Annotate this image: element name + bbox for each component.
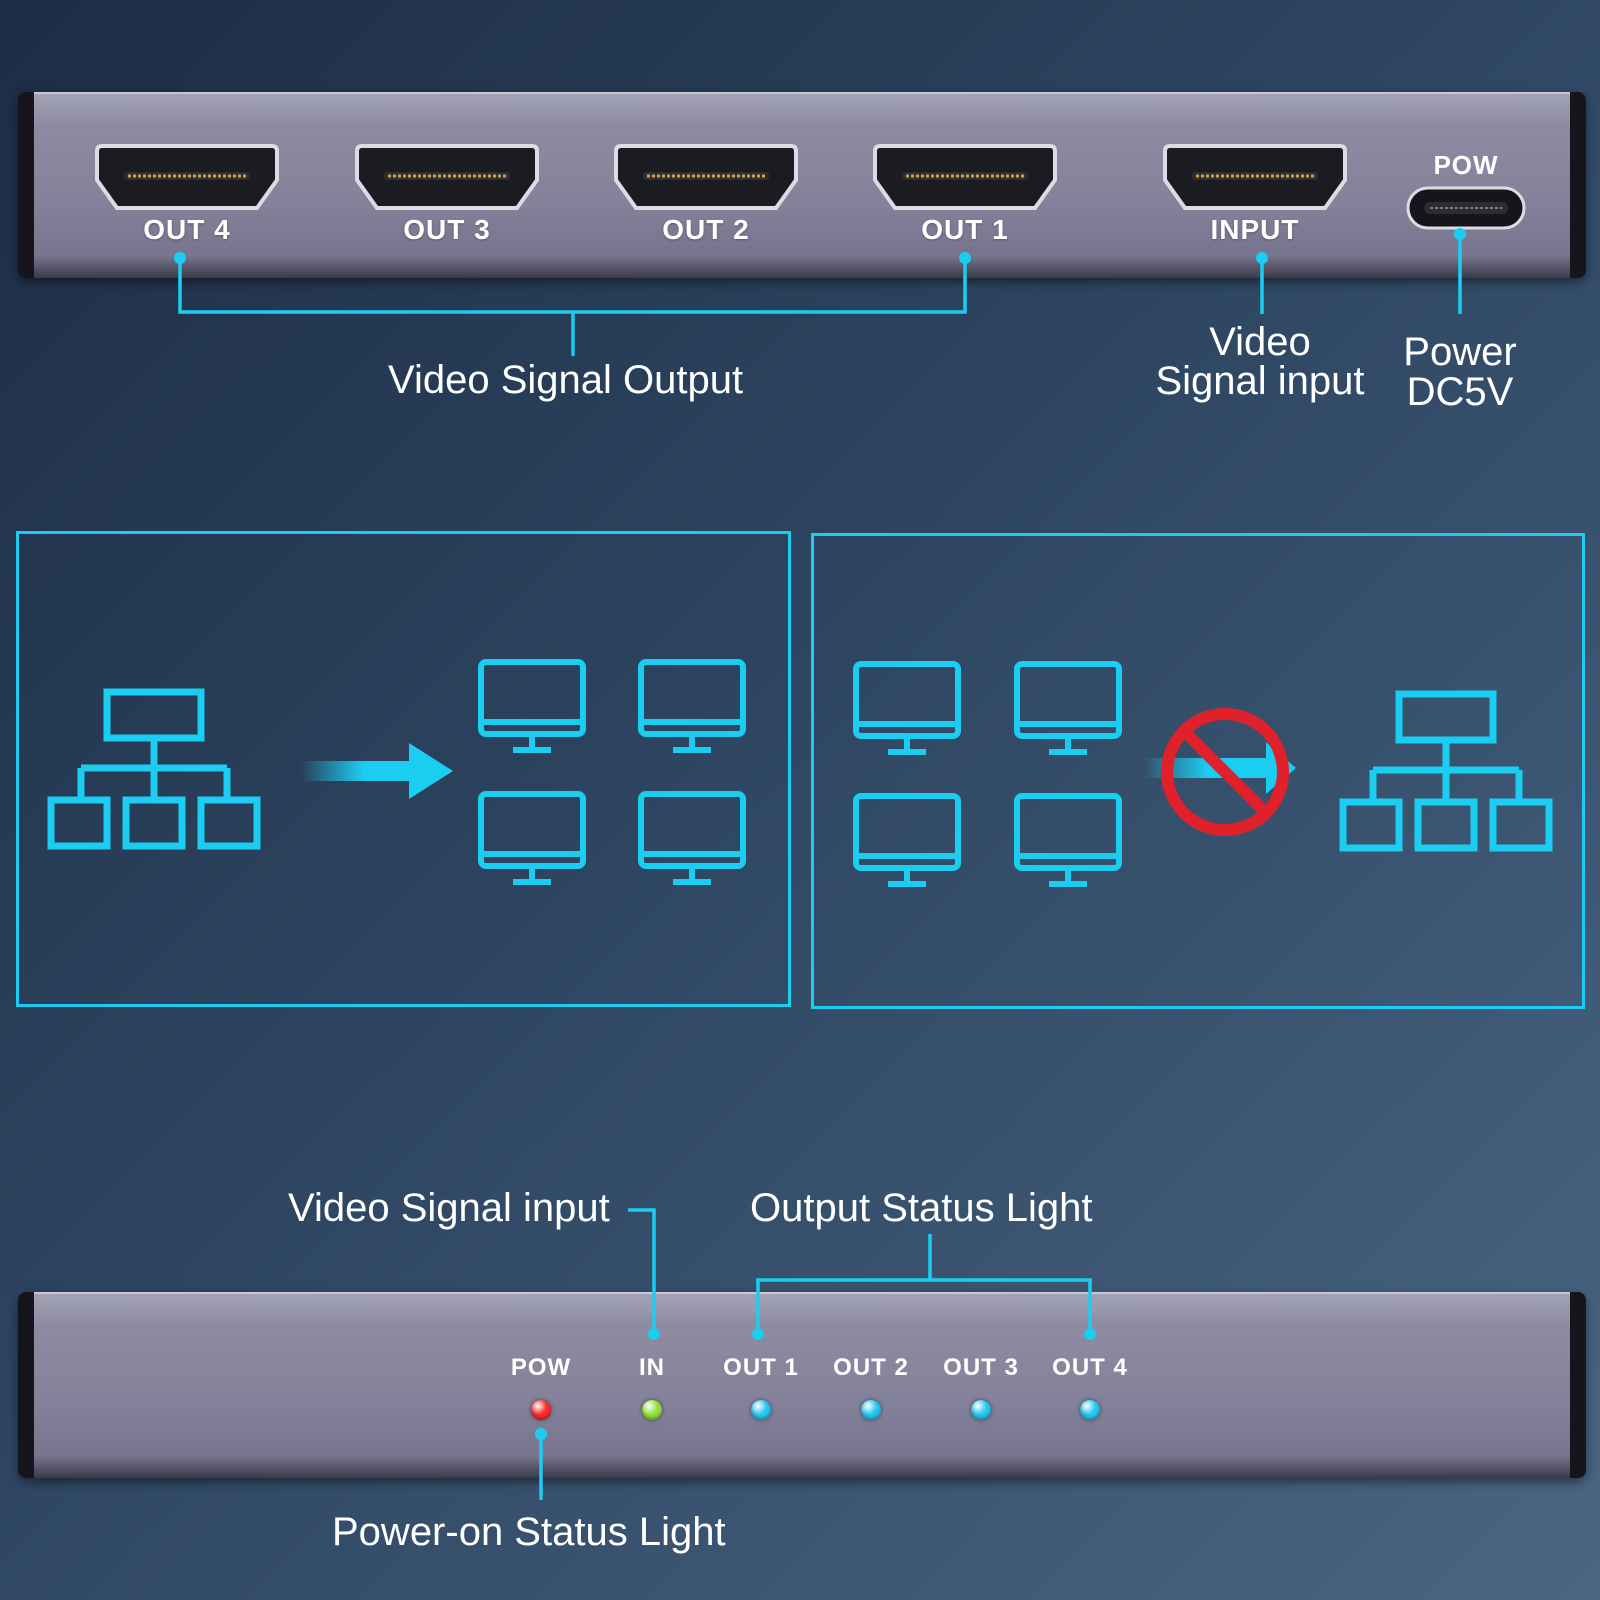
caption-video-input-line1: Video <box>1209 320 1311 364</box>
monitor-icon <box>638 659 746 753</box>
hdmi-port-out-1: OUT 1 <box>872 142 1058 246</box>
hdmi-port-icon <box>355 144 539 210</box>
network-hierarchy-icon <box>1339 690 1553 852</box>
network-hierarchy-icon <box>47 688 261 850</box>
monitor-icon <box>853 661 961 755</box>
led-label-pow: POW <box>510 1354 572 1381</box>
in-led-leader-line <box>628 1208 656 1332</box>
caption-power-on-status-light: Power-on Status Light <box>332 1510 726 1554</box>
hdmi-port-icon <box>95 144 279 210</box>
monitor-icon <box>638 791 746 885</box>
monitor-icon <box>1014 661 1122 755</box>
device-rear-panel: OUT 4 OUT 3 OUT 2 OUT 1 INPUT P <box>18 92 1586 278</box>
hdmi-port-icon <box>873 144 1057 210</box>
diagram-panel-not-reversible <box>811 533 1585 1009</box>
port-label: OUT 2 <box>662 214 750 245</box>
port-label: OUT 1 <box>921 214 1009 245</box>
output-bracket-line <box>178 258 967 314</box>
monitor-icon <box>478 659 586 753</box>
port-label: OUT 4 <box>143 214 231 245</box>
hdmi-port-icon <box>1163 144 1347 210</box>
led-label-in: IN <box>639 1354 665 1381</box>
led-label-out-3: OUT 3 <box>943 1354 1019 1381</box>
port-label: OUT 3 <box>403 214 491 245</box>
monitor-icon <box>478 791 586 885</box>
caption-video-input-line2: Signal input <box>1155 359 1365 403</box>
usb-c-port-icon <box>1406 186 1526 230</box>
output-4-status-led <box>1080 1400 1100 1420</box>
diagram-panel-one-to-many <box>16 531 791 1007</box>
input-status-led <box>642 1400 662 1420</box>
device-front-panel <box>18 1292 1586 1478</box>
arrow-right-icon <box>301 743 453 799</box>
leader-dot <box>174 252 186 264</box>
output-3-status-led <box>971 1400 991 1420</box>
monitor-icon <box>853 793 961 887</box>
leader-dot <box>648 1328 660 1340</box>
hdmi-port-input: INPUT <box>1162 142 1348 246</box>
caption-video-signal-input-led: Video Signal input <box>288 1186 610 1230</box>
led-label-out-1: OUT 1 <box>723 1354 799 1381</box>
leader-dot <box>535 1428 547 1440</box>
output-led-bracket-line <box>756 1278 1092 1332</box>
output-1-status-led <box>751 1400 771 1420</box>
caption-output-status-light: Output Status Light <box>750 1186 1093 1230</box>
caption-power-line1: Power <box>1403 330 1517 374</box>
hdmi-port-out-4: OUT 4 <box>94 142 280 246</box>
hdmi-port-icon <box>614 144 798 210</box>
leader-dot <box>1454 228 1466 240</box>
leader-dot <box>752 1328 764 1340</box>
led-label-out-2: OUT 2 <box>833 1354 909 1381</box>
leader-dot <box>1256 252 1268 264</box>
caption-video-signal-output: Video Signal Output <box>388 358 744 402</box>
port-label: INPUT <box>1210 214 1300 245</box>
leader-dot <box>1084 1328 1096 1340</box>
power-status-led <box>531 1400 551 1420</box>
caption-power-line2: DC5V <box>1406 370 1514 414</box>
prohibited-icon <box>1161 708 1289 836</box>
pow-port-label: POW <box>1433 150 1499 180</box>
hdmi-port-out-3: OUT 3 <box>354 142 540 246</box>
hdmi-port-out-2: OUT 2 <box>613 142 799 246</box>
output-2-status-led <box>861 1400 881 1420</box>
led-label-out-4: OUT 4 <box>1052 1354 1128 1381</box>
leader-dot <box>959 252 971 264</box>
monitor-icon <box>1014 793 1122 887</box>
